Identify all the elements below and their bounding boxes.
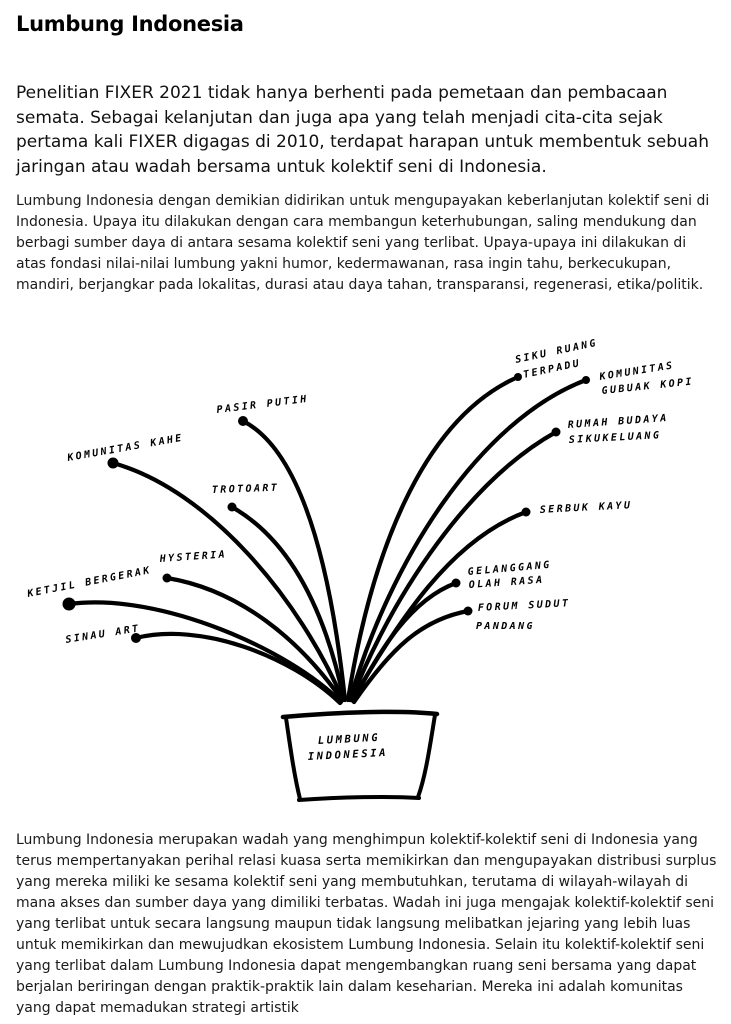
branches <box>67 374 589 706</box>
branch-hysteria <box>164 575 345 703</box>
branch-gelanggang <box>350 580 459 704</box>
label-sinau-art: SINAU ART <box>65 623 142 646</box>
label-serbuk-kayu: SERBUK KAYU <box>540 500 633 516</box>
body-paragraph-1: Lumbung Indonesia dengan demikian didiri… <box>16 193 710 293</box>
branch-pasir-putih <box>240 418 348 703</box>
label-siku-ruang-1: SIKU RUANG <box>514 338 599 366</box>
branch-komunitas-kahe <box>110 460 346 703</box>
label-ketjil-bergerak: KETJIL BERGERAK <box>25 565 152 600</box>
branch-sinau-art <box>133 631 343 706</box>
lumbung-plant-illustration: LUMBUNG INDONESIA KOMUNITAS KAHE PASIR P… <box>25 338 694 802</box>
label-forum-sudut-2: PANDANG <box>476 621 535 632</box>
label-pasir-putih: PASIR PUTIH <box>216 394 309 416</box>
label-rumah-budaya-2: SIKUKELUANG <box>569 430 662 446</box>
page-title: Lumbung Indonesia <box>16 12 244 36</box>
branch-dots <box>62 373 590 643</box>
branch-siku-ruang <box>345 374 521 703</box>
branch-gubuak-kopi <box>347 377 589 703</box>
branch-rumah-budaya <box>348 429 559 703</box>
pot: LUMBUNG INDONESIA <box>280 709 440 802</box>
label-forum-sudut-1: FORUM SUDUT <box>478 598 571 614</box>
body-paragraph-2: Lumbung Indonesia merupakan wadah yang m… <box>16 832 717 1016</box>
label-rumah-budaya-1: RUMAH BUDAYA <box>567 413 669 431</box>
collective-labels: KOMUNITAS KAHE PASIR PUTIH TROTOART HYST… <box>25 338 694 646</box>
label-komunitas-kahe: KOMUNITAS KAHE <box>66 433 185 464</box>
label-trotoart: TROTOART <box>212 483 280 496</box>
pot-label-line1: LUMBUNG <box>318 732 381 747</box>
branch-forum-sudut <box>351 608 471 705</box>
lead-paragraph: Penelitian FIXER 2021 tidak hanya berhen… <box>16 83 709 177</box>
label-hysteria: HYSTERIA <box>158 549 227 565</box>
branch-trotoart <box>229 504 347 703</box>
label-gelanggang-2: OLAH RASA <box>468 575 544 591</box>
pot-label-line2: INDONESIA <box>308 747 389 763</box>
